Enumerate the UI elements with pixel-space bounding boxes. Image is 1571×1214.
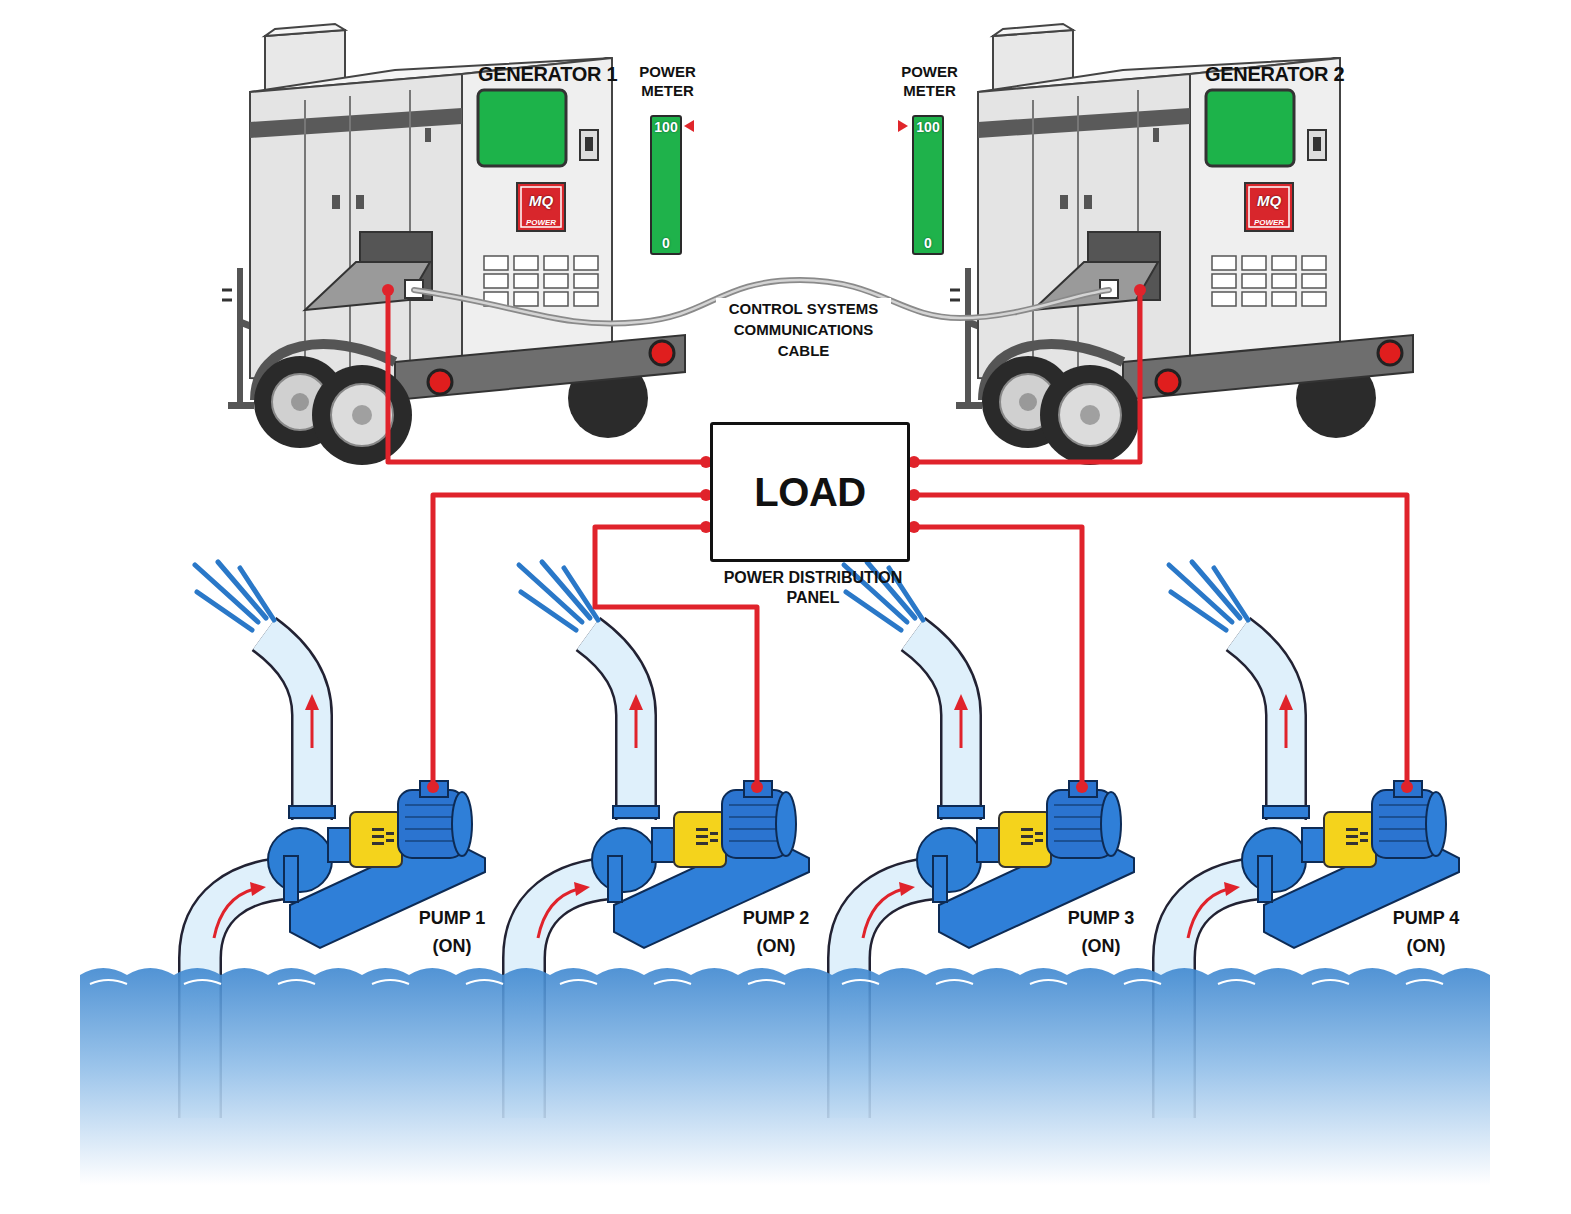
- pump-label: PUMP 1 (ON): [407, 904, 497, 960]
- pump-label: PUMP 3 (ON): [1056, 904, 1146, 960]
- power-meter: POWER METER 100 0: [892, 62, 967, 255]
- panel-heading: POWER DISTRIBUTION PANEL: [705, 568, 921, 608]
- distribution-panel: LOADPOWER DISTRIBUTION PANEL: [710, 422, 910, 562]
- heading-holder: POWER DISTRIBUTION PANEL: [705, 568, 921, 608]
- terminal-dot: [751, 781, 763, 793]
- power-wire: [910, 495, 1407, 787]
- meter-scale: 100: [916, 119, 939, 135]
- pump-label: PUMP 2 (ON): [731, 904, 821, 960]
- meter-heading: POWER METER: [892, 62, 967, 100]
- panel-title: LOAD: [754, 470, 865, 514]
- terminal-dot: [1076, 781, 1088, 793]
- water-highlight: [90, 980, 1443, 984]
- meter-heading: POWER METER: [630, 62, 705, 100]
- power-meter: POWER METER 100 0: [630, 62, 705, 255]
- label-holder: CONTROL SYSTEMS COMMUNICATIONS CABLE: [716, 298, 891, 361]
- label-holder: MQ: [529, 193, 553, 209]
- terminal-dot: [1401, 781, 1413, 793]
- logo-text: POWER: [1254, 218, 1284, 227]
- power-wire: [910, 527, 1082, 787]
- label-holder: POWER: [1254, 218, 1284, 227]
- cable-label: CONTROL SYSTEMS COMMUNICATIONS CABLE: [716, 298, 891, 361]
- logo-text: MQ: [1257, 193, 1281, 209]
- generator-name: GENERATOR 1: [478, 62, 617, 86]
- pump: PUMP 3 (ON): [839, 787, 1139, 962]
- generator: GENERATOR 1: [250, 30, 620, 290]
- logo-text: MQ: [529, 193, 553, 209]
- pump: PUMP 2 (ON): [514, 787, 814, 962]
- meter-pointer: [684, 120, 694, 132]
- water: [80, 968, 1490, 1185]
- pump: PUMP 4 (ON): [1164, 787, 1464, 962]
- label-holder: MQ: [1257, 193, 1281, 209]
- terminal-dot: [427, 781, 439, 793]
- power-wire: [433, 495, 710, 787]
- generator-drawing: [950, 24, 1413, 465]
- pump: PUMP 1 (ON): [190, 787, 490, 962]
- generator-name: GENERATOR 2: [1205, 62, 1344, 86]
- meter-bar: 100 0: [650, 115, 682, 255]
- generator-drawing: [222, 24, 685, 465]
- meter-scale: 100: [654, 119, 677, 135]
- meter-pointer: [898, 120, 908, 132]
- meter-scale: 0: [924, 235, 932, 251]
- logo-text: POWER: [526, 218, 556, 227]
- meter-scale: 0: [662, 235, 670, 251]
- terminal-dot: [1134, 284, 1146, 296]
- terminal-dot: [382, 284, 394, 296]
- generator: GENERATOR 2: [978, 30, 1348, 290]
- label-holder: POWER: [526, 218, 556, 227]
- meter-bar: 100 0: [912, 115, 944, 255]
- power-wire: [595, 527, 757, 787]
- pump-label: PUMP 4 (ON): [1381, 904, 1471, 960]
